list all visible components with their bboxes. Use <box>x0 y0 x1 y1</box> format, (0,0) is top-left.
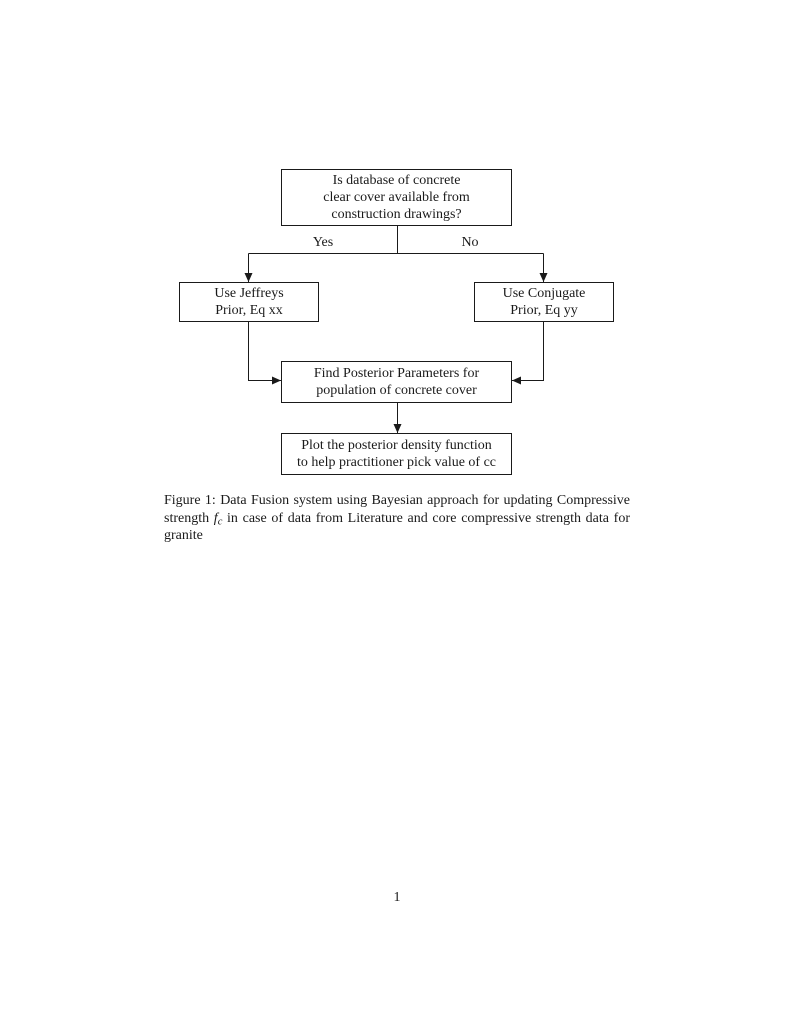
edge-jeffreys-to-posterior <box>248 322 281 385</box>
figure-caption: Figure 1: Data Fusion system using Bayes… <box>164 492 630 545</box>
node-posterior-line-1: Find Posterior Parameters for <box>313 366 480 381</box>
node-question-line-2: clear cover available from <box>323 190 470 205</box>
edge-label-yes: Yes <box>310 234 336 251</box>
flowchart-node-conjugate-prior: Use Conjugate Prior, Eq yy <box>474 282 614 322</box>
node-conjugate-line-1: Use Conjugate <box>502 286 586 301</box>
node-conjugate-line-2: Prior, Eq yy <box>510 303 578 318</box>
edge-label-no: No <box>459 234 481 251</box>
node-jeffreys-line-1: Use Jeffreys <box>214 286 284 301</box>
flowchart-node-question: Is database of concrete clear cover avai… <box>281 169 512 226</box>
flowchart-node-posterior-parameters: Find Posterior Parameters for population… <box>281 361 512 403</box>
caption-text-after-math: in case of data from Literature and core… <box>164 510 630 544</box>
node-posterior-line-2: population of concrete cover <box>316 383 477 398</box>
caption-math-symbol: f <box>213 510 218 526</box>
page-number: 1 <box>393 890 401 905</box>
node-jeffreys-line-2: Prior, Eq xx <box>215 303 283 318</box>
node-plot-line-2: to help practitioner pick value of cc <box>296 455 497 470</box>
edge-conjugate-to-posterior <box>512 322 544 385</box>
caption-text-before-math: Figure 1: Data Fusion system using Bayes… <box>164 493 630 526</box>
node-question-line-1: Is database of concrete <box>332 173 461 188</box>
node-plot-line-1: Plot the posterior density function <box>301 438 492 453</box>
flowchart-node-jeffreys-prior: Use Jeffreys Prior, Eq xx <box>179 282 319 322</box>
node-question-line-3: construction drawings? <box>331 207 462 222</box>
caption-math-subscript: c <box>217 516 223 527</box>
flowchart-node-plot-density: Plot the posterior density function to h… <box>281 433 512 475</box>
